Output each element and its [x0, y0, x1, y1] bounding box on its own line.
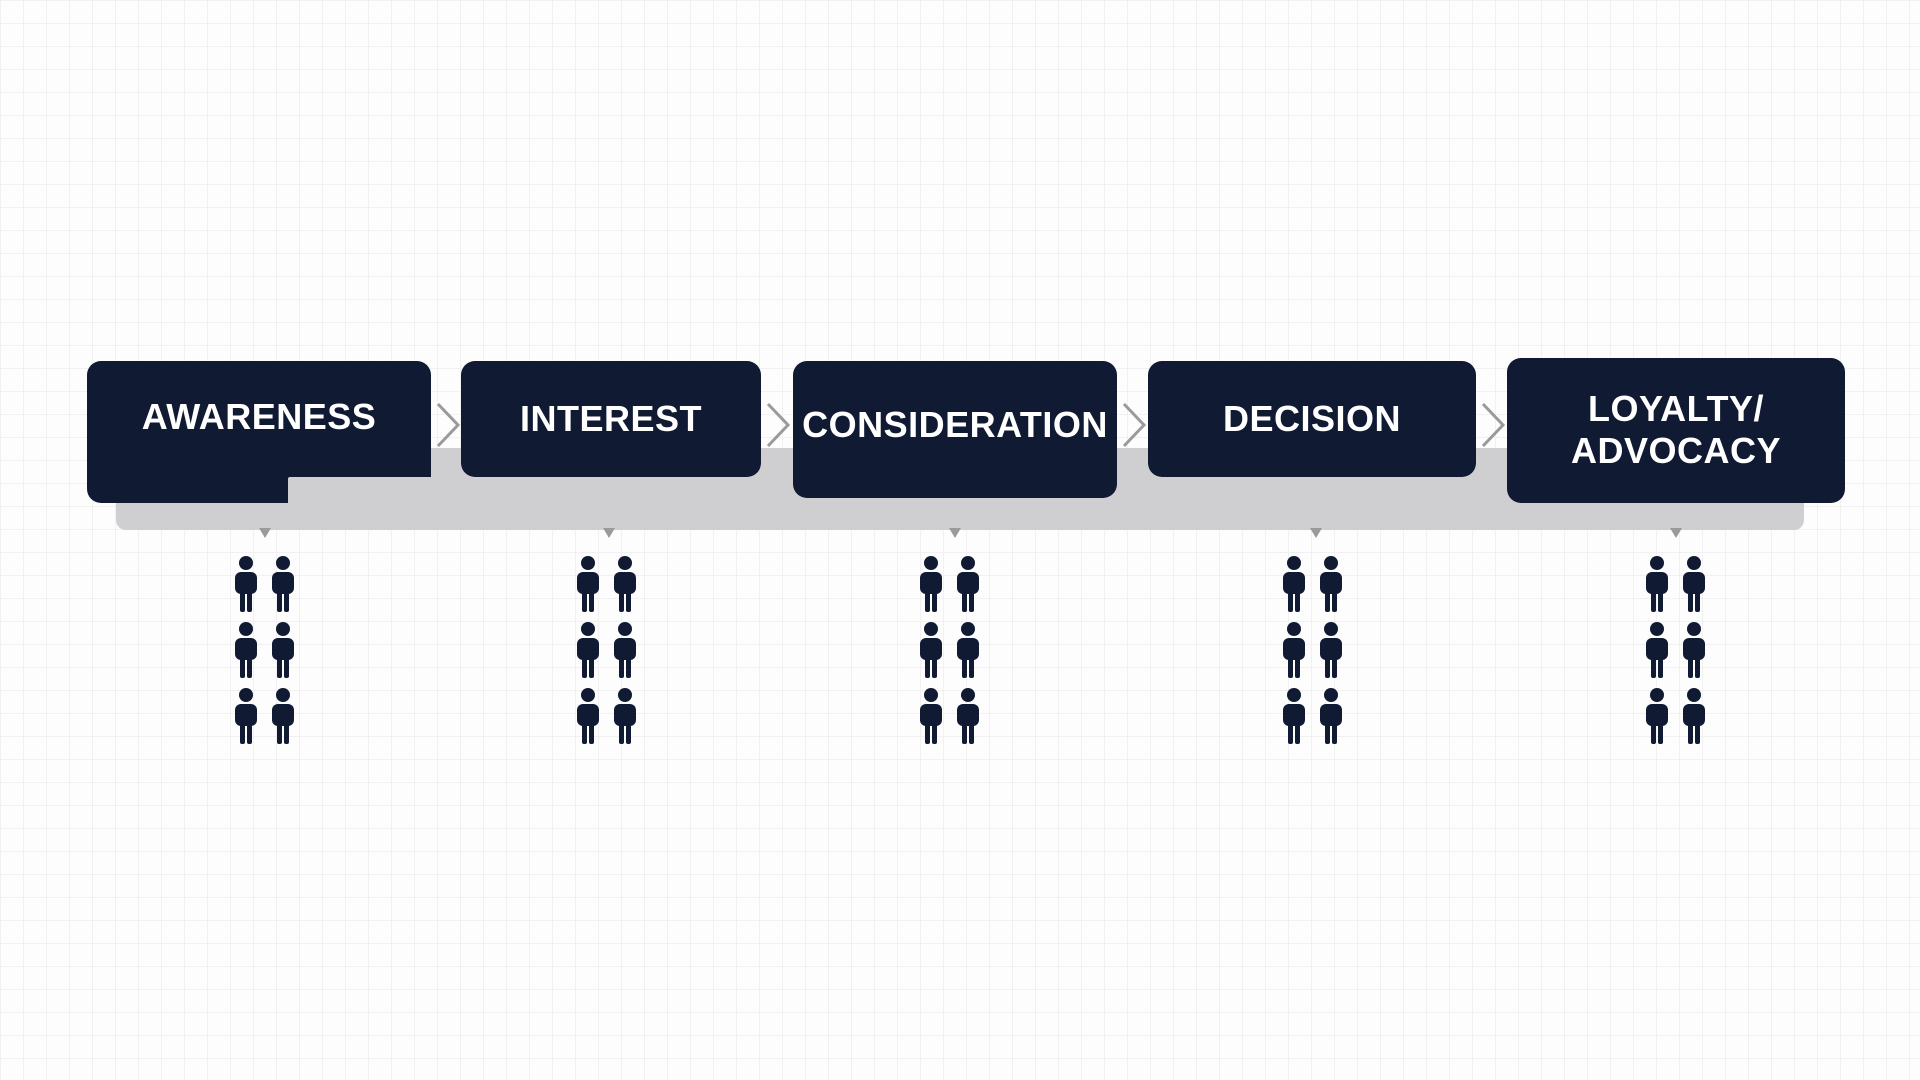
stage-label-consideration: CONSIDERATION	[802, 403, 1108, 445]
person-icon	[614, 556, 636, 612]
person-icon	[235, 556, 257, 612]
person-icon	[614, 622, 636, 678]
audience-group-awareness	[235, 556, 294, 744]
stage-interest: INTEREST	[461, 361, 761, 477]
person-icon	[1320, 622, 1342, 678]
audience-group-interest	[577, 556, 636, 744]
track-pointer	[949, 528, 961, 538]
person-icon	[235, 622, 257, 678]
stage-label-interest: INTEREST	[519, 398, 702, 440]
person-icon	[920, 556, 942, 612]
person-icon	[272, 688, 294, 744]
person-icon	[1646, 556, 1668, 612]
stage-label-awareness: AWARENESS	[141, 396, 377, 438]
person-icon	[235, 688, 257, 744]
person-icon	[920, 688, 942, 744]
stage-awareness: AWARENESS	[87, 361, 431, 503]
person-icon	[1683, 556, 1705, 612]
person-icon	[1646, 622, 1668, 678]
track-pointer	[603, 528, 615, 538]
audience-group-consideration	[920, 556, 979, 744]
stage-consideration: CONSIDERATION	[793, 361, 1117, 498]
chevron-right-icon	[1122, 402, 1147, 448]
stage-label-decision: DECISION	[1222, 398, 1402, 440]
person-icon	[1320, 556, 1342, 612]
person-icon	[920, 622, 942, 678]
chevron-right-icon	[436, 402, 461, 448]
stage-awareness-notch	[288, 477, 431, 503]
person-icon	[957, 556, 979, 612]
chevron-right-icon	[766, 402, 791, 448]
person-icon	[1283, 688, 1305, 744]
person-icon	[1683, 688, 1705, 744]
person-icon	[272, 622, 294, 678]
audience-group-loyalty-advocacy	[1646, 556, 1705, 744]
person-icon	[1683, 622, 1705, 678]
person-icon	[957, 622, 979, 678]
person-icon	[1283, 556, 1305, 612]
person-icon	[577, 622, 599, 678]
stage-decision: DECISION	[1148, 361, 1476, 477]
person-icon	[577, 688, 599, 744]
person-icon	[272, 556, 294, 612]
person-icon	[1283, 622, 1305, 678]
person-icon	[1646, 688, 1668, 744]
person-icon	[957, 688, 979, 744]
track-pointer	[259, 528, 271, 538]
person-icon	[1320, 688, 1342, 744]
stage-loyalty-advocacy: LOYALTY/ ADVOCACY	[1507, 358, 1845, 503]
track-pointer	[1310, 528, 1322, 538]
stage-label-loyalty-advocacy: LOYALTY/ ADVOCACY	[1570, 388, 1781, 471]
person-icon	[614, 688, 636, 744]
chevron-right-icon	[1481, 402, 1506, 448]
track-pointer	[1670, 528, 1682, 538]
audience-group-decision	[1283, 556, 1342, 744]
person-icon	[577, 556, 599, 612]
